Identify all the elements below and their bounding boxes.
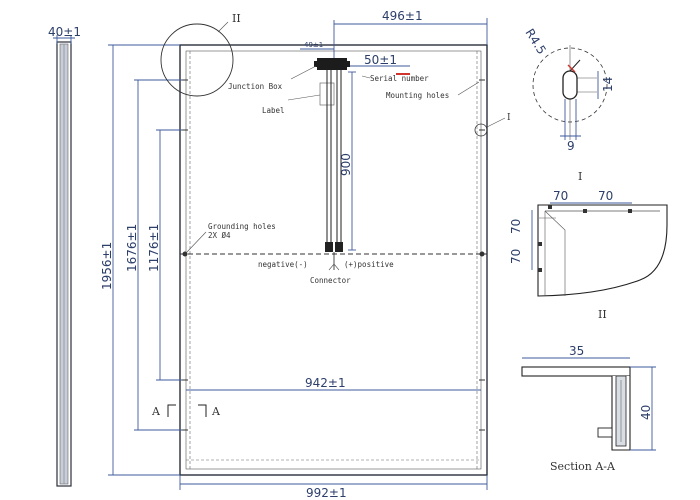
hole-width-dim: 9 — [567, 139, 575, 153]
label-offset-dim: 50±1 — [364, 53, 397, 67]
total-length-dim: 1956±1 — [100, 242, 114, 290]
grounding-holes-label: Grounding holes — [208, 222, 276, 231]
label-label: Label — [262, 106, 285, 115]
section-a-a-view: 35 40 Section A-A — [521, 344, 656, 473]
corner-side-2: 70 — [509, 249, 523, 264]
callouts: II I Junction Box Label Serial number Mo… — [151, 12, 511, 418]
front-view: 900 — [179, 44, 488, 476]
mounting-span-1-dim: 1676±1 — [125, 224, 139, 272]
negative-label: negative(-) — [258, 260, 308, 269]
detail-ii-marker: II — [232, 12, 241, 25]
mounting-holes-label: Mounting holes — [386, 91, 449, 100]
frame-thickness-dim: 40±1 — [48, 25, 81, 39]
positive-label: (+)positive — [344, 260, 394, 269]
corner-dim-1: 70 — [553, 189, 568, 203]
section-markers — [167, 404, 207, 417]
junction-box — [317, 58, 347, 70]
detail-i-caption: I — [578, 170, 582, 183]
slot-hole — [562, 70, 578, 100]
section-height-dim: 40 — [639, 405, 653, 420]
detail-ii-circle — [160, 23, 234, 97]
detail-ii-caption: II — [598, 308, 607, 321]
mounting-span-2-dim: 1176±1 — [147, 224, 161, 272]
width-top-dim: 496±1 — [382, 9, 423, 23]
section-caption: Section A-A — [550, 460, 616, 473]
detail-i-view: 9 14 R4.5 I — [522, 26, 615, 183]
inner-width-dim: 942±1 — [305, 376, 346, 390]
side-profile-view: 40±1 — [48, 25, 81, 487]
serial-number-label: Serial number — [370, 74, 429, 83]
hole-length-dim: 14 — [601, 77, 615, 92]
section-mark-left: A — [151, 405, 161, 418]
grounding-spec-label: 2X Ø4 — [208, 231, 231, 240]
total-width-dim: 992±1 — [306, 486, 347, 500]
connector-label: Connector — [310, 276, 351, 285]
front-dimensions: 496±1 49±1 50±1 1956±1 1676±1 1176±1 942… — [100, 9, 488, 500]
section-width-dim: 35 — [569, 344, 584, 358]
junction-box-label: Junction Box — [228, 82, 283, 91]
detail-i-marker: I — [507, 113, 511, 123]
detail-ii-view: 70 70 70 70 II — [509, 189, 668, 321]
corner-side-1: 70 — [509, 219, 523, 234]
junction-offset-dim: 49±1 — [304, 41, 323, 49]
hole-radius-dim: R4.5 — [522, 26, 548, 57]
corner-dim-2: 70 — [598, 189, 613, 203]
cable-length-dim: 900 — [339, 153, 353, 176]
section-mark-right: A — [211, 405, 221, 418]
